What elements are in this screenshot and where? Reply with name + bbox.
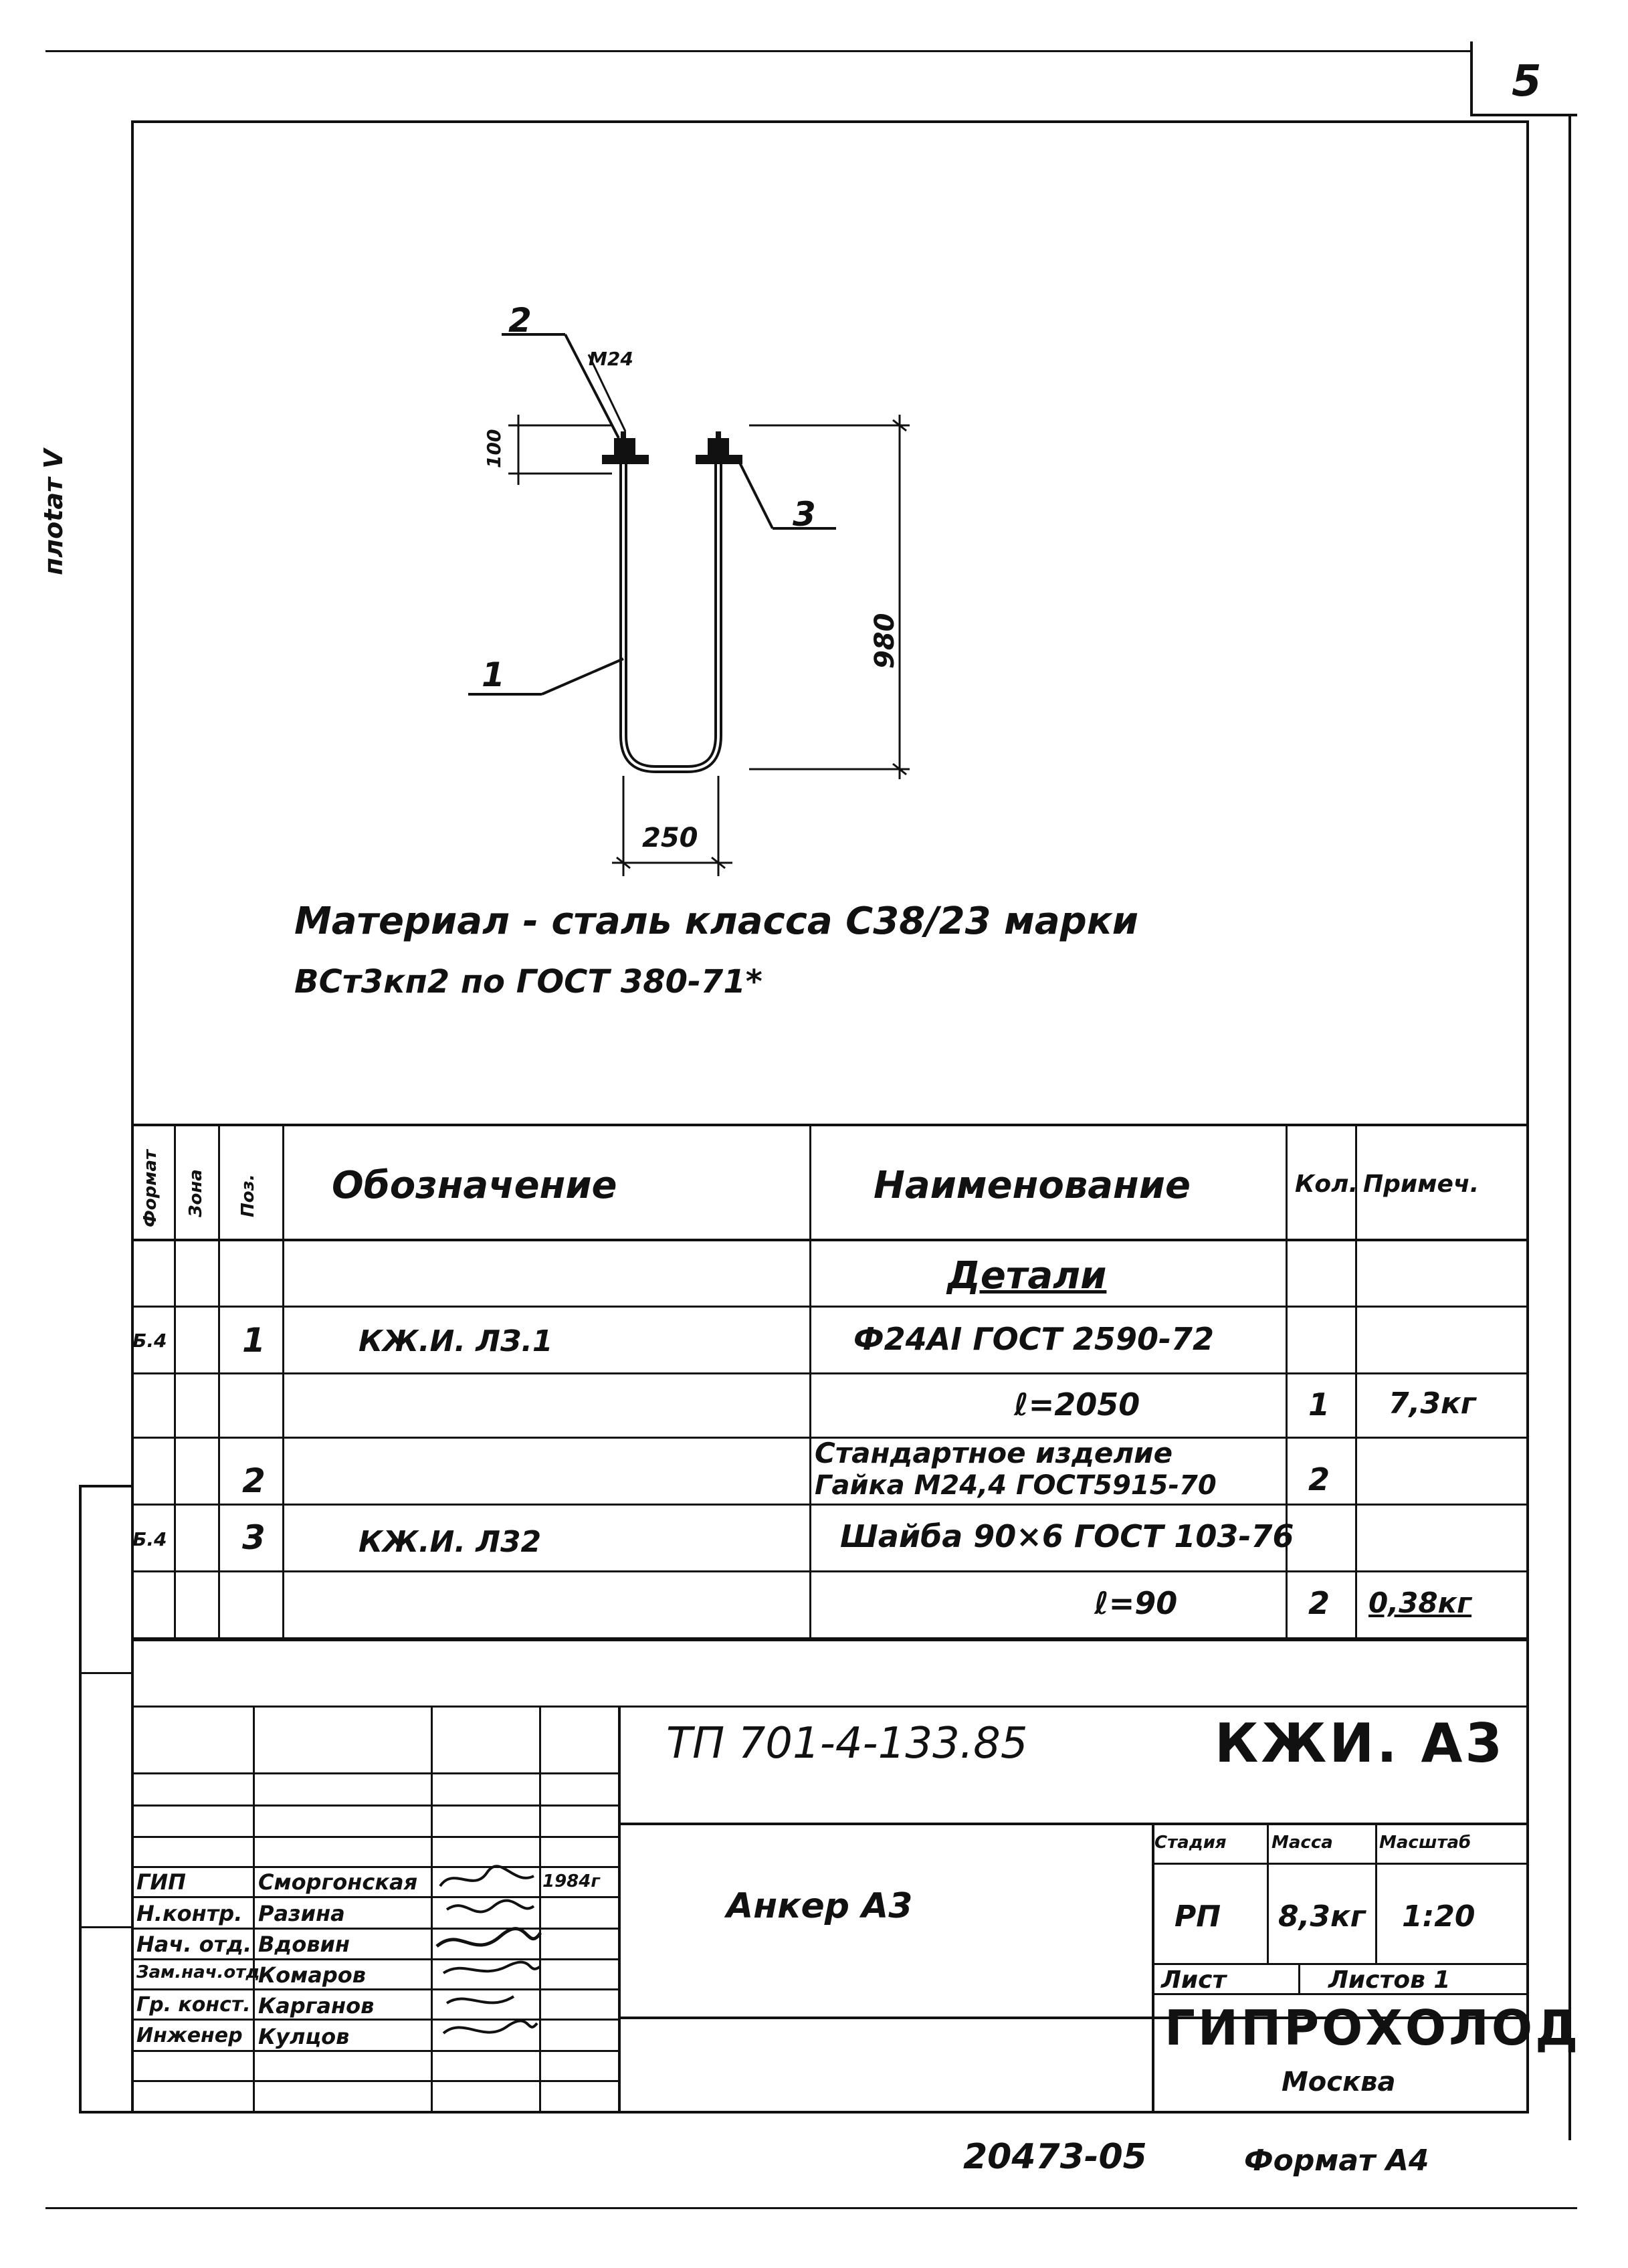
label-pos-1: 1: [482, 655, 505, 694]
drawing-title: Анкер А3: [726, 1886, 913, 1926]
spec-table: Формат Зона Поз. Обозначение Наименовани…: [131, 1124, 1529, 1652]
page-number-box-left: [1470, 41, 1473, 114]
page-number: 5: [1512, 57, 1542, 106]
material-line-2: ВСт3кп2 по ГОСТ 380-71*: [294, 963, 762, 1001]
stage-value: РП: [1175, 1899, 1221, 1934]
side-note: плоtат V: [39, 449, 68, 575]
row4-name: Шайба 90×6 ГОСТ 103-76: [840, 1518, 1294, 1554]
city: Москва: [1282, 2067, 1396, 2097]
right-outer-border: [1568, 114, 1571, 2140]
scale-label: Масштаб: [1379, 1833, 1471, 1853]
mass-label: Масса: [1271, 1833, 1333, 1853]
section-title: Детали: [947, 1254, 1107, 1298]
label-pos-3: 3: [793, 495, 816, 534]
row1-pos: 1: [242, 1321, 266, 1360]
format-note: Формат А4: [1244, 2144, 1429, 2178]
project-code: ТП 701-4-133.85: [666, 1719, 1028, 1768]
top-border: [45, 50, 1470, 52]
stage-label: Стадия: [1154, 1833, 1227, 1853]
bottom-border: [45, 2207, 1577, 2209]
row3-pos: 2: [242, 1461, 266, 1500]
label-pos-2: 2: [508, 301, 532, 340]
washer-left: [602, 455, 649, 464]
staff-role: Нач. отд.: [136, 1932, 252, 1957]
header-designation: Обозначение: [332, 1164, 617, 1207]
scale-value: 1:20: [1402, 1899, 1476, 1934]
row3-name-2: Гайка М24,4 ГОСТ5915-70: [815, 1470, 1217, 1501]
material-line-1: Материал - сталь класса С38/23 марки: [294, 900, 1138, 943]
label-thread: M24: [589, 348, 633, 370]
staff-role: Зам.нач.отд.: [136, 1962, 267, 1982]
left-stamp-divider-2: [79, 1926, 131, 1928]
staff-name: Карганов: [258, 1993, 375, 2019]
row3-qty: 2: [1308, 1461, 1330, 1498]
u-bolt-body: [619, 448, 722, 773]
row4-pos: 3: [242, 1518, 266, 1557]
staff-name: Кулцов: [258, 2024, 350, 2049]
row5-note: 0,38кг: [1368, 1586, 1472, 1619]
label-dim-top: 100: [483, 429, 505, 468]
row1-format: Б.4: [132, 1330, 167, 1352]
staff-name: Разина: [258, 1901, 345, 1926]
staff-name: Сморгонская: [258, 1869, 418, 1895]
staff-name: Комаров: [258, 1962, 367, 1988]
doc-number: 20473-05: [963, 2137, 1147, 2177]
organization: ГИПРОХОЛОД: [1164, 2000, 1581, 2056]
sheet-label: Лист: [1161, 1966, 1227, 1994]
title-block: ТП 701-4-133.85 КЖИ. А3 Анкер А3 Стадия …: [131, 1639, 1578, 2114]
staff-name: Вдовин: [258, 1932, 350, 1957]
row3-name: Стандартное изделие: [815, 1437, 1173, 1469]
row4-designation: КЖ.И. Л32: [359, 1525, 542, 1559]
header-zone: Зона: [186, 1169, 206, 1217]
left-stamp-strip: [79, 1485, 131, 2114]
sheet-code: КЖИ. А3: [1215, 1712, 1506, 1774]
row2-qty: 1: [1308, 1386, 1330, 1423]
left-stamp-divider-1: [79, 1672, 131, 1674]
staff-date: 1984г: [542, 1871, 600, 1891]
sheets-label: Листов 1: [1328, 1966, 1451, 1994]
page-number-box-bottom: [1470, 114, 1577, 116]
label-dim-width: 250: [642, 823, 698, 853]
header-format: Формат: [140, 1149, 161, 1227]
row5-qty: 2: [1308, 1585, 1330, 1621]
header-qty: Кол.: [1295, 1170, 1358, 1198]
staff-role: Н.контр.: [136, 1901, 243, 1926]
header-pos: Поз.: [238, 1174, 258, 1217]
staff-role: Инженер: [136, 2024, 243, 2047]
row5-name: ℓ=90: [1094, 1585, 1178, 1621]
row4-format: Б.4: [132, 1528, 167, 1550]
staff-role: ГИП: [136, 1869, 186, 1895]
row1-name: Ф24АⅠ ГОСТ 2590-72: [853, 1321, 1215, 1357]
signatures: [435, 1865, 542, 2035]
washer-right: [696, 455, 742, 464]
row2-name: ℓ=2050: [1014, 1386, 1140, 1423]
anchor-drawing: [468, 333, 910, 876]
mass-value: 8,3кг: [1278, 1899, 1366, 1934]
row2-note: 7,3кг: [1389, 1386, 1476, 1421]
label-dim-height: 980: [870, 613, 900, 669]
main-frame: [131, 120, 1529, 2114]
header-note: Примеч.: [1363, 1170, 1480, 1198]
row1-designation: КЖ.И. ЛЗ.1: [359, 1324, 553, 1358]
staff-role: Гр. конст.: [136, 1993, 251, 2017]
header-name: Наименование: [874, 1164, 1191, 1207]
